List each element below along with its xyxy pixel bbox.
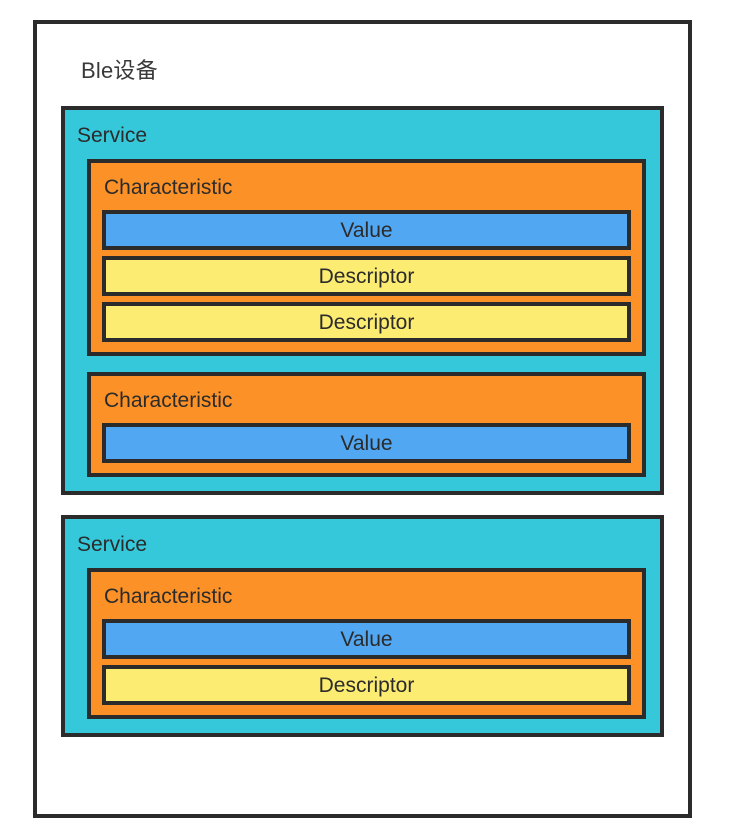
ble-device-box: Ble设备 Service Characteristic Value Descr… [33,20,692,818]
descriptor-row: Descriptor [102,665,631,705]
characteristic-label: Characteristic [104,176,233,199]
characteristic-box: Characteristic Value Descriptor Descript… [87,159,646,356]
value-row: Value [102,210,631,250]
characteristic-list: Characteristic Value Descriptor Descript… [87,159,646,477]
device-title: Ble设备 [81,58,158,83]
service-box: Service Characteristic Value Descriptor [61,515,664,737]
descriptor-row: Descriptor [102,256,631,296]
characteristic-list: Characteristic Value Descriptor [87,568,646,719]
characteristic-label: Characteristic [104,389,233,412]
characteristic-box: Characteristic Value [87,372,646,477]
characteristic-label: Characteristic [104,585,233,608]
value-row: Value [102,619,631,659]
characteristic-box: Characteristic Value Descriptor [87,568,646,719]
attribute-list: Value Descriptor [102,619,631,705]
service-box: Service Characteristic Value Descriptor … [61,106,664,495]
attribute-list: Value [102,423,631,463]
service-list: Service Characteristic Value Descriptor … [61,106,664,737]
service-label: Service [77,533,148,556]
attribute-list: Value Descriptor Descriptor [102,210,631,342]
descriptor-row: Descriptor [102,302,631,342]
service-label: Service [77,124,148,147]
value-row: Value [102,423,631,463]
